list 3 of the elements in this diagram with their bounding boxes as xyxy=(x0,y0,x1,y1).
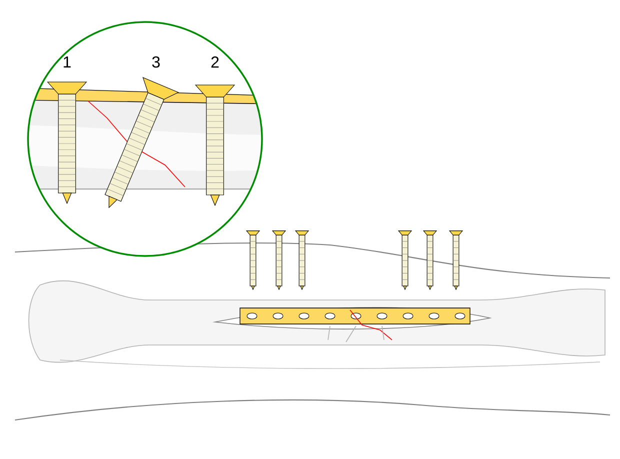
callout-number: 3 xyxy=(152,56,160,68)
callout-number: 1 xyxy=(64,56,71,68)
callout-number: 2 xyxy=(211,56,219,68)
